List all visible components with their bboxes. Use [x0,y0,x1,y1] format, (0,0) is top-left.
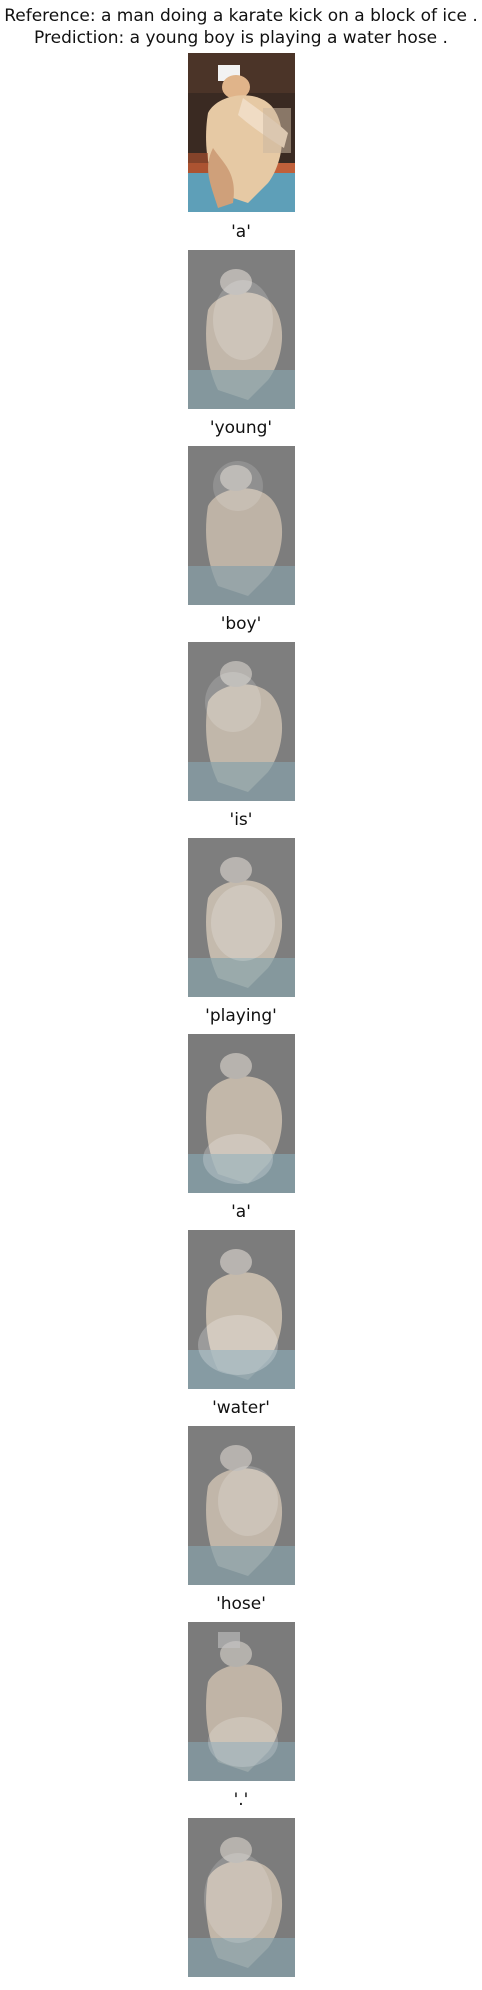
panel-label: 'a' [231,222,251,242]
attention-image [188,642,295,801]
panel-label: 'playing' [205,1006,277,1026]
attention-image [188,250,295,409]
panel-label: 'water' [212,1398,270,1418]
attention-overlay-graphic [188,250,295,409]
attention-image [188,1034,295,1193]
panel-label: 'boy' [220,614,262,634]
prediction-caption: Prediction: a young boy is playing a wat… [34,28,448,48]
attention-image [188,1622,295,1781]
attention-overlay-graphic [188,1622,295,1781]
attention-overlay-graphic [188,1818,295,1977]
attention-overlay-graphic [188,446,295,605]
panel-label: 'hose' [216,1594,266,1614]
attention-overlay-graphic [188,1034,295,1193]
attention-overlay-graphic [188,642,295,801]
attention-image [188,838,295,997]
attention-overlay-graphic [188,838,295,997]
original-photo-graphic [188,53,295,212]
original-image [188,53,295,212]
figure-header: Reference: a man doing a karate kick on … [0,5,482,49]
reference-caption: Reference: a man doing a karate kick on … [4,6,478,26]
attention-image [188,1426,295,1585]
panel-label: 'a' [231,1202,251,1222]
panel-label: 'is' [229,810,253,830]
attention-overlay-graphic [188,1426,295,1585]
panel-label: 'young' [209,418,273,438]
attention-overlay-graphic [188,1230,295,1389]
attention-image [188,1818,295,1977]
attention-image [188,1230,295,1389]
attention-image [188,446,295,605]
panel-label: '.' [233,1790,249,1810]
